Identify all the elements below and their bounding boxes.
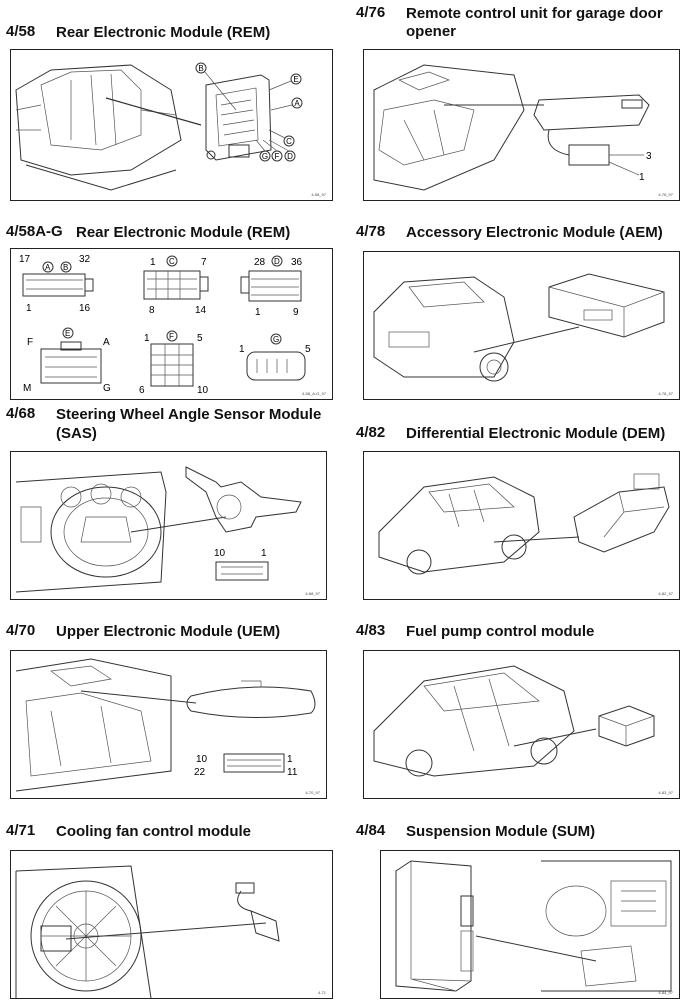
section-code-4-68: 4/68 [6,405,36,422]
uem-illustration: 10 1 22 11 4-70_97 [10,650,327,799]
rem-connectors-illustration: 17 A B 32 1 16 1 C 7 8 14 28 D 36 1 9 [10,248,333,400]
uem-pin-1: 1 [287,754,293,765]
conn-label-b: B [63,263,68,272]
sum-illustration: 4-84_97 [380,850,680,999]
sas-pin-10: 10 [214,548,226,559]
conn-label-g: G [273,335,279,344]
rem-module-drawing: B E A C G F D [15,62,303,191]
section-title-garage-remote-l1: Remote control unit for garage door [406,5,663,22]
rem-label-d: D [287,152,293,161]
cooling-fan-drawing [15,865,280,998]
figure-id: 4-70_97 [305,790,320,795]
pin-f-1: 1 [144,333,150,344]
fuel-pump-car-drawing [373,665,655,777]
figure-id: 4-83_97 [658,790,673,795]
pin-17: 17 [19,254,31,265]
uem-pin-10: 10 [196,754,208,765]
garage-remote-illustration: 3 1 4-76_97 [363,49,680,201]
sas-illustration: 10 1 4-68_97 [10,451,327,600]
pin-16: 16 [79,303,91,314]
section-code-4-71: 4/71 [6,822,36,839]
conn-label-d: D [274,257,280,266]
sum-module-drawing [395,860,672,992]
aem-car-drawing [373,273,665,382]
garage-remote-label-1: 1 [639,172,645,183]
section-code-4-58a-g: 4/58A-G [6,223,63,240]
pin-1: 1 [26,303,32,314]
section-title-uem: Upper Electronic Module (UEM) [56,623,281,640]
section-title-sas-l2: (SAS) [56,425,97,442]
figure-id: 4-78_97 [658,391,673,396]
sas-steering-drawing: 10 1 [15,466,302,593]
cooling-fan-illustration: 4-71 [10,850,333,999]
pin-f-10: 10 [197,385,209,396]
pin-g-1: 1 [239,344,245,355]
section-code-4-83: 4/83 [356,622,386,639]
section-title-cooling-fan: Cooling fan control module [56,823,251,840]
garage-remote-label-3: 3 [646,151,652,162]
connector-pinout-drawing: 17 A B 32 1 16 1 C 7 8 14 28 D 36 1 9 [19,254,311,396]
pin-d-1: 1 [255,307,261,318]
section-code-4-78: 4/78 [356,223,386,240]
section-title-rem-connectors: Rear Electronic Module (REM) [76,224,291,241]
section-code-4-58: 4/58 [6,23,36,40]
pin-f-5: 5 [197,333,203,344]
pin-c-1: 1 [150,257,156,268]
pin-d-36: 36 [291,257,303,268]
figure-id: 4-58_A-G_97 [301,391,326,396]
section-code-4-82: 4/82 [356,424,386,441]
section-title-garage-remote-l2: opener [406,23,457,40]
dem-car-drawing [378,473,670,575]
section-code-4-84: 4/84 [356,822,386,839]
conn-label-c: C [169,257,175,266]
pin-e-m: M [23,383,31,394]
figure-id: 4-58_97 [311,192,326,197]
pin-32: 32 [79,254,91,265]
sas-pin-1: 1 [261,548,267,559]
section-title-sas-l1: Steering Wheel Angle Sensor Module [56,406,322,423]
rem-label-f: F [275,152,280,161]
rem-illustration: B E A C G F D 4-58_97 [10,49,333,201]
uem-pin-11: 11 [287,767,298,778]
pin-e-f: F [27,337,33,348]
rem-label-e: E [293,75,298,84]
pin-f-6: 6 [139,385,145,396]
pin-c-8: 8 [149,305,155,316]
section-title-fuel-pump: Fuel pump control module [406,623,595,640]
figure-id: 4-82_97 [658,591,673,596]
figure-id: 4-84_97 [658,990,673,995]
rem-label-a: A [294,99,300,108]
section-title-dem: Differential Electronic Module (DEM) [406,425,666,442]
rem-label-b: B [198,64,203,73]
rem-label-c: C [286,137,292,146]
uem-pin-22: 22 [194,767,206,778]
pin-e-g: G [103,383,111,394]
figure-id: 4-71 [317,990,326,995]
pin-d-28: 28 [254,257,266,268]
fuel-pump-illustration: 4-83_97 [363,650,680,799]
conn-label-a: A [45,263,51,272]
conn-label-e: E [65,329,70,338]
rem-label-g: G [262,152,268,161]
section-code-4-76: 4/76 [356,4,386,21]
pin-d-9: 9 [293,307,299,318]
section-title-rem: Rear Electronic Module (REM) [56,24,271,41]
garage-remote-drawing: 3 1 [373,64,652,191]
section-code-4-70: 4/70 [6,622,36,639]
conn-label-f: F [169,332,174,341]
figure-id: 4-68_97 [305,591,320,596]
figure-id: 4-76_97 [658,192,673,197]
section-title-sum: Suspension Module (SUM) [406,823,596,840]
aem-illustration: 4-78_97 [363,251,680,400]
pin-e-a: A [103,337,110,348]
section-title-aem: Accessory Electronic Module (AEM) [406,224,663,241]
pin-c-14: 14 [195,305,207,316]
pin-g-5: 5 [305,344,311,355]
dem-illustration: 4-82_97 [363,451,680,600]
pin-c-7: 7 [201,257,207,268]
uem-mirror-drawing: 10 1 22 11 [15,658,316,792]
